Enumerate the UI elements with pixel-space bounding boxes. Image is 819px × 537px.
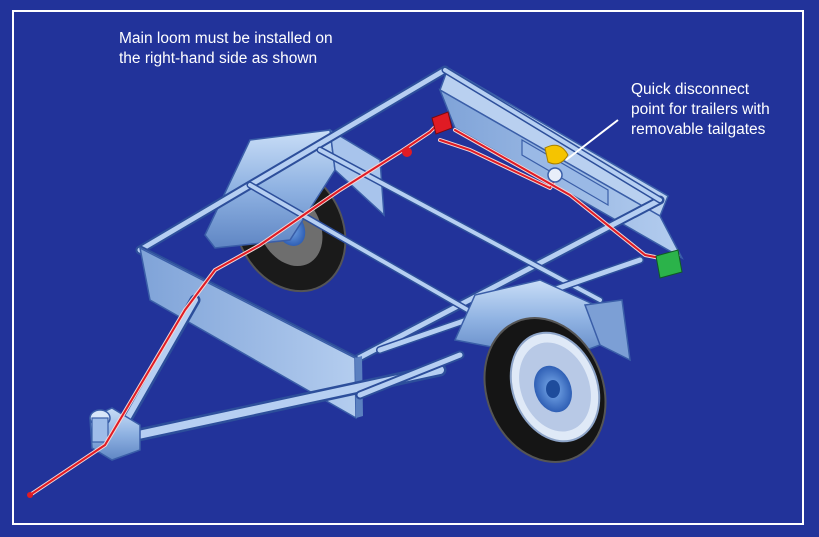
quick-disconnect-note: Quick disconnect point for trailers with… — [631, 80, 770, 140]
drawbar — [108, 294, 465, 447]
quick-disconnect-note-line-3: removable tailgates — [631, 121, 766, 138]
main-loom-note-line-1: Main loom must be installed on — [119, 30, 333, 47]
quick-disconnect-note-line-1: Quick disconnect — [631, 81, 750, 98]
quick-disconnect-note-line-2: point for trailers with — [631, 101, 770, 118]
diagram-frame — [12, 10, 804, 525]
callout-leader-line — [565, 119, 619, 161]
left-tail-lamp — [431, 111, 453, 135]
wiring-loom — [27, 120, 662, 498]
right-tail-lamp — [655, 249, 683, 279]
front-side-panel — [138, 246, 363, 420]
main-loom-note-line-2: the right-hand side as shown — [119, 50, 318, 67]
main-loom-note: Main loom must be installed on the right… — [119, 29, 333, 69]
front-wheel-right — [453, 279, 631, 463]
quick-disconnect-connector — [544, 144, 569, 183]
